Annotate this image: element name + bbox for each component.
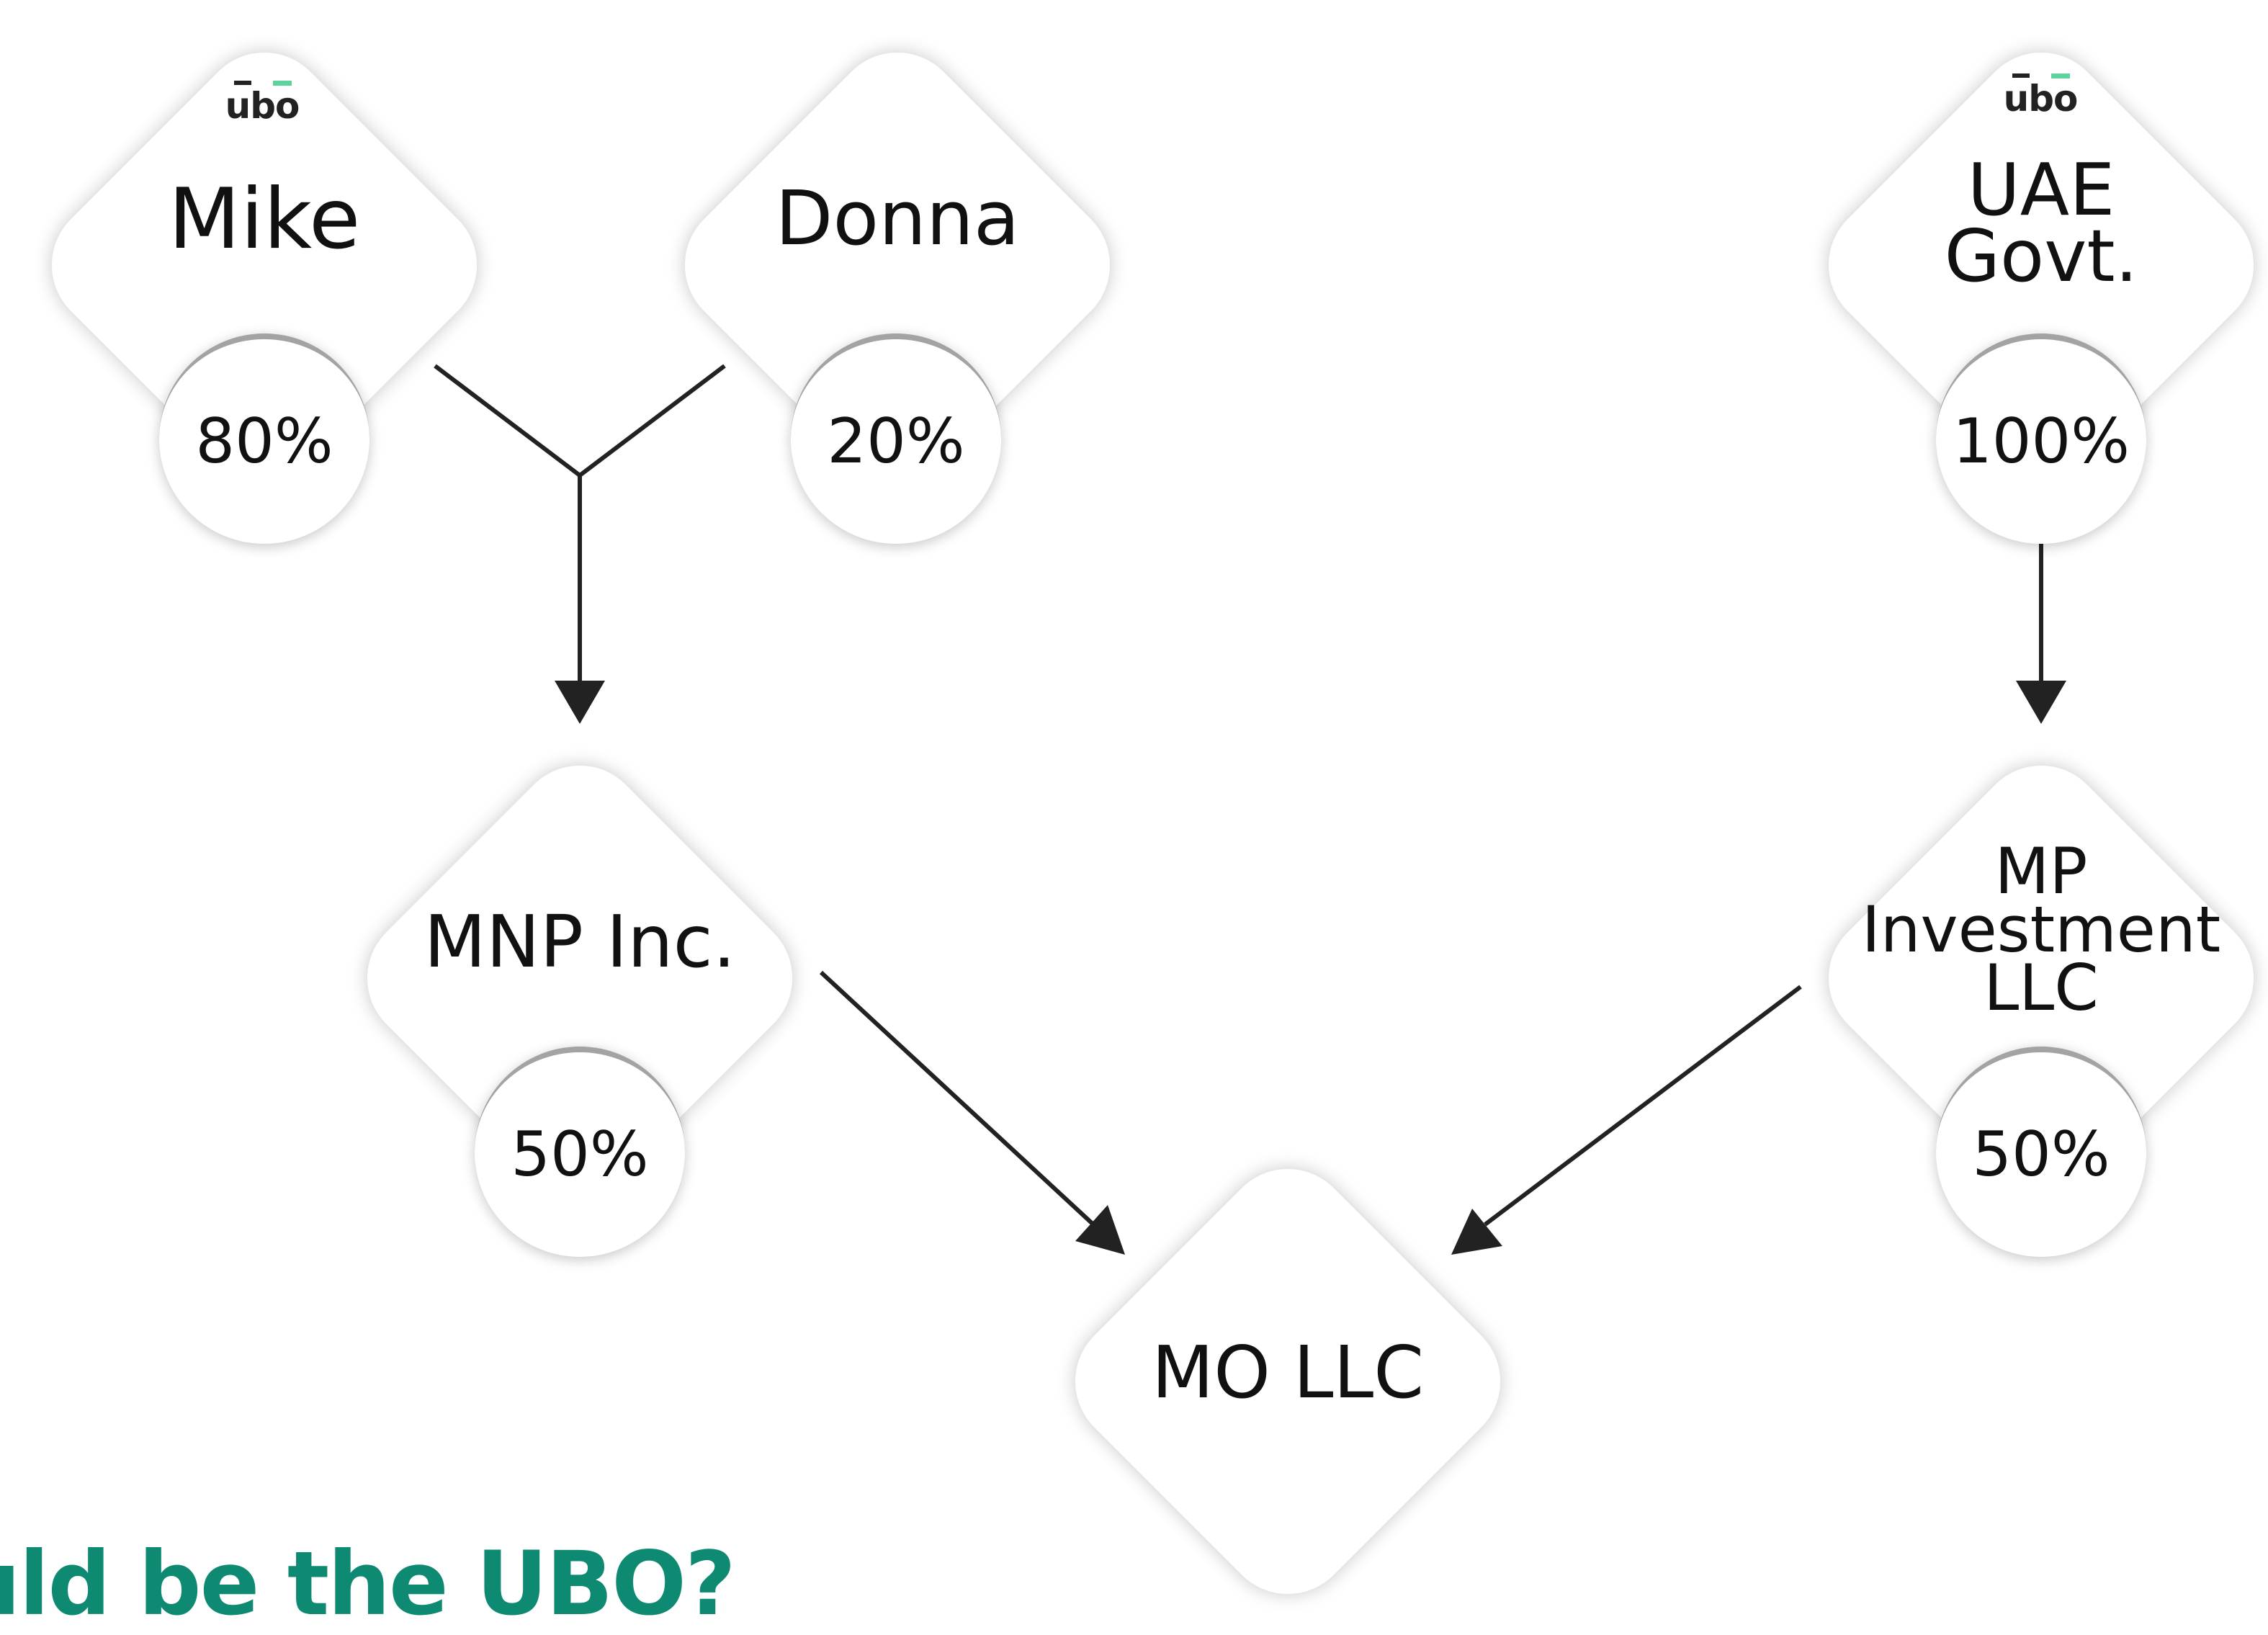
share-badge-donna: 20% (791, 333, 1001, 544)
node-label-line: Govt. (1944, 214, 2138, 298)
node-label-donna: Donna (775, 174, 1020, 262)
arrowhead-mo-right (1451, 1209, 1502, 1255)
node-label-mo-llc: MO LLC (1151, 1330, 1425, 1415)
arrowhead-mnp (555, 681, 605, 724)
node-label-line: UAE (1967, 148, 2115, 232)
ubo-logo: ubo (208, 81, 316, 127)
edge-mnp-mo (819, 970, 1095, 1227)
share-badge-mp-investment-llc: 50% (1936, 1047, 2146, 1257)
ubo-logo: ubo (1986, 73, 2094, 120)
node-label-mike: Mike (168, 171, 361, 268)
arrowhead-mo-left (1075, 1205, 1125, 1255)
share-badge-mnp-inc: 50% (475, 1047, 685, 1257)
node-label-line: Investment (1861, 892, 2221, 967)
share-badge-uae-govt: 100% (1936, 333, 2146, 544)
node-label-line: MP (1994, 834, 2088, 908)
edge-mike-junction (434, 364, 581, 478)
edge-mp-mo (1484, 985, 1802, 1227)
node-label-line: LLC (1984, 950, 2099, 1025)
node-label-uae-govt: UAE Govt. (1897, 148, 2185, 298)
arrowhead-mp (2016, 681, 2066, 724)
share-badge-mike: 80% (159, 333, 369, 544)
edge-donna-junction (578, 364, 726, 478)
question-heading: ould be the UBO? (0, 1533, 736, 1635)
node-label-mp-investment-llc: MP Investment LLC (1825, 834, 2257, 1025)
node-label-mnp-inc: MNP Inc. (423, 900, 736, 984)
